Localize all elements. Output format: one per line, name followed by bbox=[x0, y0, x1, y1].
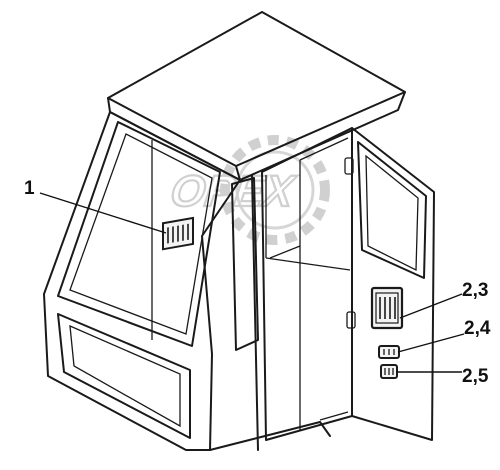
door-window-inner bbox=[365, 154, 419, 272]
left-window-inner bbox=[69, 133, 213, 335]
leader-line-2-3 bbox=[399, 293, 463, 319]
left-lower-frame bbox=[57, 313, 191, 439]
front-panel bbox=[209, 421, 331, 451]
leader-line-2-4 bbox=[397, 333, 465, 353]
cab-door bbox=[344, 127, 435, 441]
door-small-sticker-upper bbox=[378, 345, 400, 359]
door-panel bbox=[351, 127, 435, 441]
leader-line-1 bbox=[39, 192, 167, 234]
side-window-sticker bbox=[162, 216, 194, 251]
callout-label-2-3: 2,3 bbox=[462, 280, 488, 301]
left-lower-opening bbox=[69, 324, 181, 428]
lower-hinge bbox=[346, 311, 356, 329]
callout-label-1: 1 bbox=[24, 178, 35, 199]
upper-hinge bbox=[344, 157, 354, 175]
gear-icon bbox=[220, 135, 330, 245]
front-pillar bbox=[239, 174, 259, 451]
middle-window bbox=[231, 177, 259, 351]
leader-lines bbox=[39, 192, 465, 373]
callout-label-2-5: 2,5 bbox=[462, 366, 489, 387]
door-large-sticker bbox=[370, 286, 404, 330]
left-window bbox=[57, 121, 221, 347]
door-window bbox=[357, 141, 427, 279]
cab-body bbox=[43, 11, 406, 451]
callout-label-2-4: 2,4 bbox=[464, 318, 491, 339]
door-small-sticker-lower bbox=[380, 364, 398, 379]
